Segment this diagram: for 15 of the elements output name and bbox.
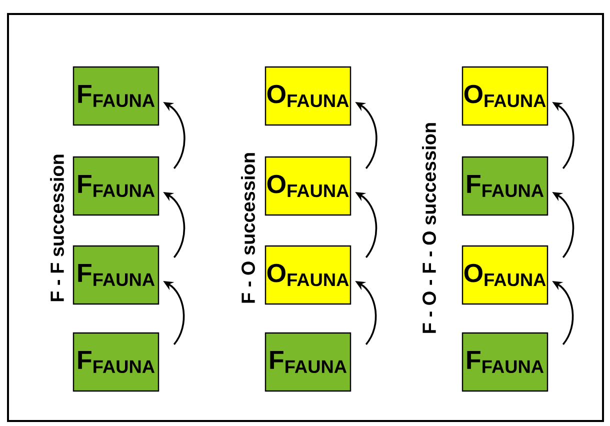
- fauna-box: O$_{FAUNA}$: [264, 156, 352, 216]
- fauna-box: F$_{FAUNA}$: [72, 156, 160, 216]
- fauna-box: F$_{FAUNA}$: [72, 66, 160, 126]
- fauna-box: O$_{FAUNA}$: [264, 66, 352, 126]
- column-title: F - F succession: [50, 154, 64, 302]
- fauna-box: F$_{FAUNA}$: [72, 332, 160, 392]
- fauna-box: O$_{FAUNA}$: [462, 245, 548, 305]
- fauna-box: F$_{FAUNA}$: [72, 245, 160, 305]
- fauna-box: O$_{FAUNA}$: [264, 245, 352, 305]
- fauna-box: O$_{FAUNA}$: [462, 66, 548, 126]
- fauna-box: F$_{FAUNA}$: [264, 332, 352, 392]
- fauna-box: F$_{FAUNA}$: [462, 332, 548, 392]
- fauna-box: F$_{FAUNA}$: [462, 156, 548, 216]
- column-title: F - O - F - O succession: [422, 123, 436, 333]
- column-title: F - O succession: [241, 153, 255, 303]
